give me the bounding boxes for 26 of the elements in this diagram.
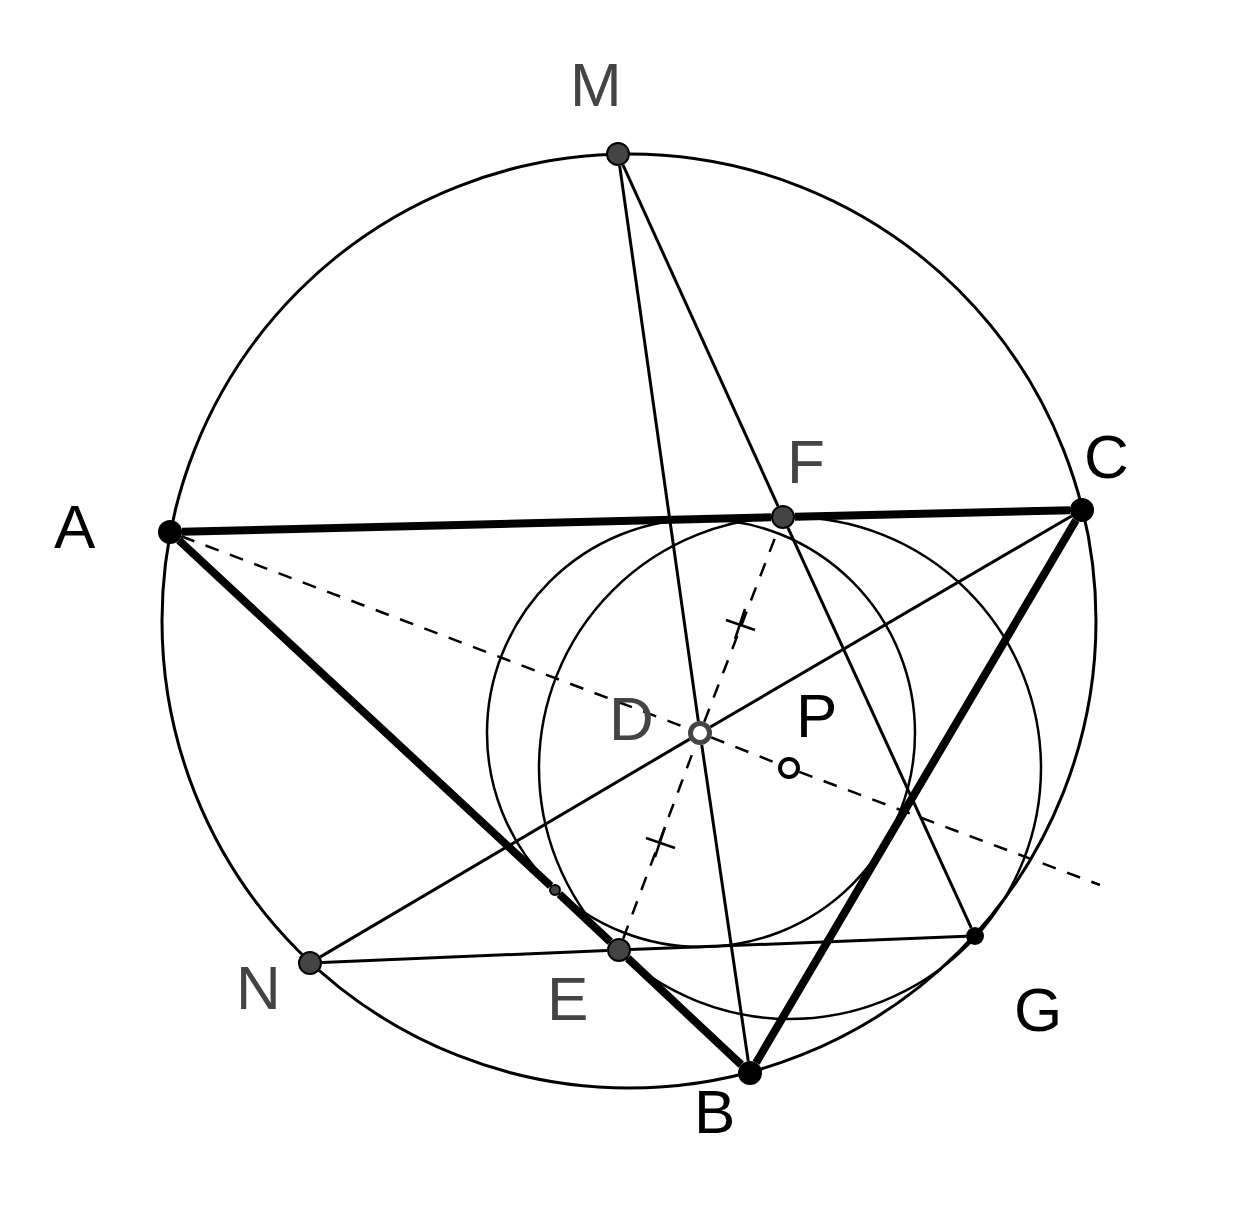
line-segment <box>618 165 700 722</box>
line-segment <box>176 537 554 889</box>
line-segment <box>625 955 744 1068</box>
point-label: M <box>570 54 622 116</box>
line-segment <box>181 513 772 536</box>
dashed-line <box>798 770 1101 887</box>
line-segment <box>556 891 613 945</box>
point-label: F <box>787 431 825 493</box>
point-label: G <box>1014 979 1063 1041</box>
line-segment <box>621 164 780 507</box>
line-segment <box>786 527 973 929</box>
line-segment <box>630 934 967 952</box>
line-segment <box>709 514 1073 729</box>
line-segment <box>319 737 691 959</box>
line-segment <box>794 506 1071 521</box>
point-label: B <box>694 1081 736 1143</box>
point-label: N <box>236 957 281 1019</box>
point-label: P <box>796 685 838 747</box>
point-label: A <box>54 496 96 558</box>
line-segment <box>752 518 1080 1065</box>
point-label: C <box>1084 426 1129 488</box>
line-segment <box>321 949 608 964</box>
line-segment <box>700 744 750 1062</box>
point-label: E <box>547 968 589 1030</box>
point-marker <box>549 884 561 896</box>
point-label: D <box>609 688 654 750</box>
